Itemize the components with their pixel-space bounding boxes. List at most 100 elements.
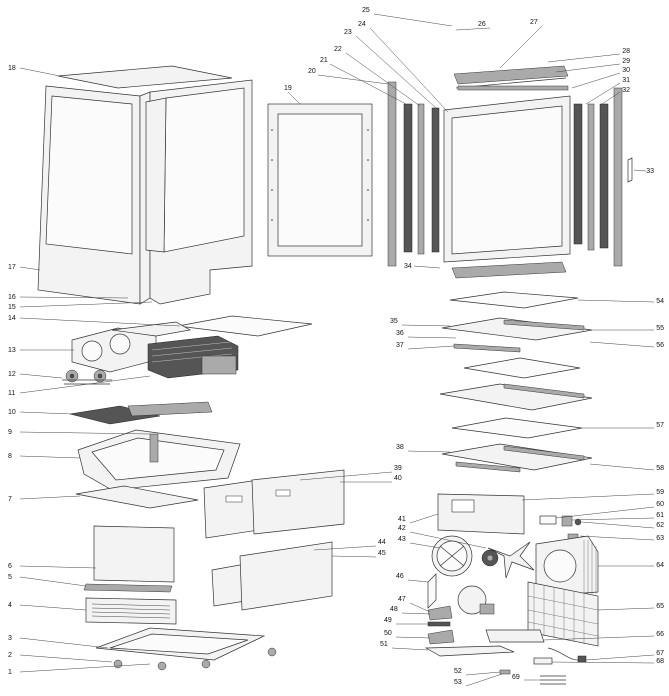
rail-10 <box>69 401 213 425</box>
leader-line-50 <box>395 636 431 639</box>
leader-line-45 <box>331 555 377 558</box>
callout-number-35: 35 <box>390 318 398 325</box>
leader-line-10 <box>19 411 73 415</box>
leader-line-53 <box>465 673 503 687</box>
callout-number-34: 34 <box>404 263 412 270</box>
callout-number-21: 21 <box>320 57 328 64</box>
leader-line-42 <box>409 531 487 549</box>
leader-line-59 <box>521 493 655 501</box>
condenser-grid-65 <box>527 581 599 647</box>
leader-line-21 <box>329 63 407 105</box>
callout-number-54: 54 <box>656 298 664 305</box>
callout-number-14: 14 <box>8 315 16 322</box>
callout-number-50: 50 <box>384 630 392 637</box>
callout-number-29: 29 <box>622 58 630 65</box>
leader-line-12 <box>19 373 63 379</box>
callout-number-64: 64 <box>656 562 664 569</box>
leader-line-3 <box>19 637 109 649</box>
leader-line-14 <box>19 317 181 327</box>
callout-number-32: 32 <box>622 87 630 94</box>
cabinet-top-panel <box>57 65 233 89</box>
leader-line-32 <box>601 91 621 105</box>
cable-67-68 <box>533 647 587 665</box>
callout-number-20: 20 <box>308 68 316 75</box>
condenser-64 <box>535 535 599 597</box>
shelf-rails-35-56 <box>441 317 593 353</box>
callout-number-41: 41 <box>398 516 406 523</box>
callout-number-67: 67 <box>656 650 664 657</box>
leader-line-9 <box>19 431 151 435</box>
leader-line-7 <box>19 495 81 500</box>
leader-line-4 <box>19 604 87 611</box>
callout-number-11: 11 <box>8 390 15 397</box>
leader-line-58 <box>589 463 655 471</box>
callout-number-51: 51 <box>380 641 388 648</box>
callout-number-24: 24 <box>358 21 366 28</box>
callout-number-60: 60 <box>656 501 664 508</box>
fan-motors <box>62 369 112 385</box>
leader-line-6 <box>19 565 97 569</box>
callout-number-7: 7 <box>8 496 12 503</box>
door-uprights <box>387 81 623 267</box>
callout-number-37: 37 <box>396 342 404 349</box>
leader-line-37 <box>407 345 455 350</box>
callout-number-65: 65 <box>656 603 664 610</box>
leader-line-38 <box>407 450 451 453</box>
filter-46 <box>427 573 437 609</box>
front-door-frame <box>267 103 373 257</box>
leader-line-48 <box>401 612 431 615</box>
leader-line-68 <box>551 661 655 664</box>
leader-line-31 <box>585 82 621 105</box>
leader-line-28 <box>547 53 621 63</box>
leader-line-44 <box>313 545 377 551</box>
kick-strip-5 <box>83 583 173 593</box>
leader-line-47 <box>409 602 431 613</box>
callout-number-3: 3 <box>8 635 12 642</box>
callout-number-58: 58 <box>656 465 664 472</box>
front-panel-6 <box>93 525 175 583</box>
leader-line-35 <box>401 324 451 327</box>
callout-number-5: 5 <box>8 574 12 581</box>
callout-number-25: 25 <box>362 7 370 14</box>
callout-number-23: 23 <box>344 29 352 36</box>
callout-number-26: 26 <box>478 21 486 28</box>
callout-number-30: 30 <box>622 67 630 74</box>
leader-line-67 <box>585 654 655 661</box>
base-frame-3 <box>95 627 266 661</box>
leader-line-15 <box>19 301 153 308</box>
leader-line-17 <box>19 266 41 271</box>
bottom-door-rail <box>451 261 567 279</box>
leader-line-26 <box>455 27 491 31</box>
leader-line-8 <box>19 455 81 459</box>
callout-number-53: 53 <box>454 679 462 686</box>
callout-number-8: 8 <box>8 453 12 460</box>
cabinet-body <box>37 79 253 305</box>
leader-line-2 <box>19 654 113 663</box>
leader-line-51 <box>391 647 429 651</box>
callout-number-6: 6 <box>8 563 12 570</box>
leader-line-22 <box>345 52 421 107</box>
glass-door <box>443 95 571 263</box>
grille-4 <box>85 597 177 625</box>
callout-number-48: 48 <box>390 606 398 613</box>
callout-number-19: 19 <box>284 85 292 92</box>
callout-number-57: 57 <box>656 422 664 429</box>
callout-number-40: 40 <box>394 475 402 482</box>
condenser-fan-43 <box>431 535 473 577</box>
leader-line-27 <box>499 25 543 69</box>
callout-number-55: 55 <box>656 325 664 332</box>
callout-number-10: 10 <box>8 409 16 416</box>
leader-line-30 <box>571 72 621 89</box>
hinge-bracket-33 <box>627 157 633 183</box>
leader-line-62 <box>581 521 655 529</box>
callout-number-16: 16 <box>8 294 16 301</box>
shelf-rails-38-58 <box>441 443 593 473</box>
leader-line-25 <box>373 13 453 27</box>
side-panels-lower <box>211 541 333 611</box>
callout-number-33: 33 <box>646 168 654 175</box>
callout-number-46: 46 <box>396 573 404 580</box>
leader-line-54 <box>577 299 655 303</box>
callout-number-49: 49 <box>384 617 392 624</box>
callout-number-17: 17 <box>8 264 16 271</box>
